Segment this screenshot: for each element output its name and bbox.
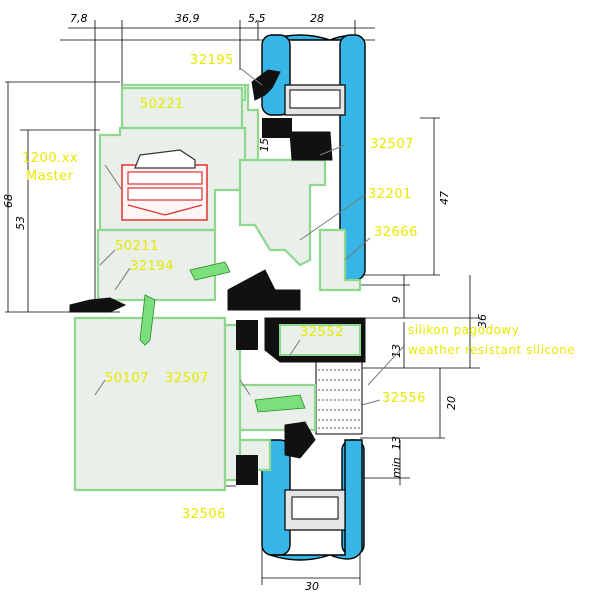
label-silicone-polish: silikon pagodowy: [408, 323, 519, 337]
leader-lines: [94, 67, 406, 406]
aluminium-profiles: [73, 83, 362, 492]
label-50211: 50211: [115, 239, 159, 254]
label-master: Master: [26, 169, 74, 184]
dim-top-5-5: 5,5: [248, 12, 266, 25]
dim-right-13b: 13: [390, 436, 403, 450]
dim-right-36: 36: [476, 314, 489, 328]
gaskets: [69, 69, 366, 485]
dim-top-28: 28: [310, 12, 324, 25]
dim-15-upper: 15: [258, 138, 271, 152]
dim-bottom-30: 30: [305, 580, 319, 593]
part-labels: 32195 50221 1200.xx Master 32507 32201 3…: [22, 53, 575, 522]
dim-right-13a: 13: [390, 344, 403, 358]
dim-left-68: 68: [2, 194, 15, 208]
screws: [139, 261, 306, 413]
dim-left-53: 53: [14, 216, 27, 230]
label-32201: 32201: [368, 187, 412, 202]
dim-top-36-9: 36,9: [175, 12, 200, 25]
dim-right-9: 9: [390, 296, 403, 303]
label-32666: 32666: [374, 225, 418, 240]
dim-top-7-8: 7,8: [70, 12, 88, 25]
label-50107: 50107: [105, 371, 149, 386]
label-50221: 50221: [140, 97, 184, 112]
label-32507-lower: 32507: [165, 371, 209, 386]
dim-right-47: 47: [438, 191, 451, 205]
label-32506: 32506: [182, 507, 226, 522]
lower-glass-unit: [261, 439, 365, 561]
label-silicone-english: weather resistant silicone: [408, 343, 575, 357]
dim-right-20: 20: [445, 396, 458, 410]
silicone-joint: [315, 361, 363, 435]
thermal-break-1200: [121, 149, 208, 221]
dimension-lines: [5, 20, 480, 585]
dim-right-min: min: [390, 457, 403, 478]
label-32552: 32552: [300, 325, 344, 340]
label-1200xx: 1200.xx: [22, 151, 78, 166]
label-32507-upper: 32507: [370, 137, 414, 152]
label-32194: 32194: [130, 259, 174, 274]
label-32195: 32195: [190, 53, 234, 68]
label-32556: 32556: [382, 391, 426, 406]
